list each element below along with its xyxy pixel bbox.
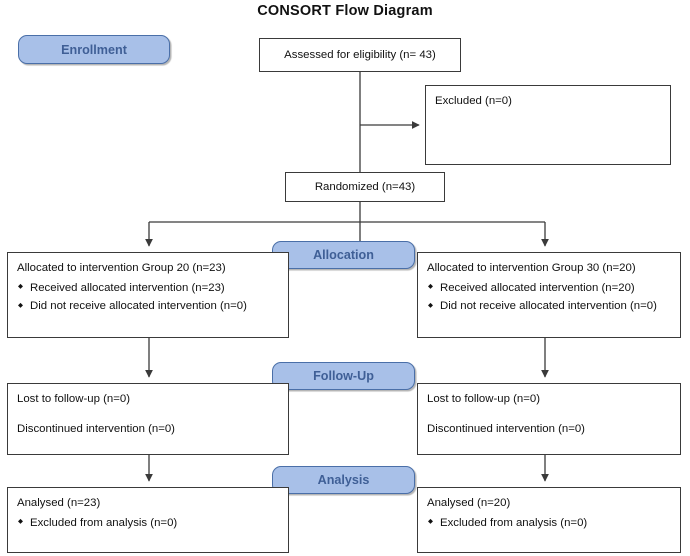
allocation-left-bullets: Received allocated intervention (n=23) D… xyxy=(17,279,279,315)
list-item: Excluded from analysis (n=0) xyxy=(17,514,279,532)
banner-enrollment: Enrollment xyxy=(18,35,170,64)
followup-left-line2: Discontinued intervention (n=0) xyxy=(17,422,175,435)
box-allocation-right: Allocated to intervention Group 30 (n=20… xyxy=(417,252,681,338)
list-item: Did not receive allocated intervention (… xyxy=(427,298,671,315)
list-item: Did not receive allocated intervention (… xyxy=(17,298,279,315)
analysis-right-bullets: Excluded from analysis (n=0) xyxy=(427,514,671,532)
followup-left-line1: Lost to follow-up (n=0) xyxy=(17,393,131,405)
analysis-left-heading: Analysed (n=23) xyxy=(17,497,101,509)
list-item: Excluded from analysis (n=0) xyxy=(427,514,671,532)
box-assessed-for-eligibility: Assessed for eligibility (n= 43) xyxy=(259,38,461,72)
box-analysis-right: Analysed (n=20) Excluded from analysis (… xyxy=(417,487,681,553)
box-excluded: Excluded (n=0) xyxy=(425,85,671,165)
allocation-left-heading: Allocated to intervention Group 20 (n=23… xyxy=(17,262,226,274)
banner-analysis: Analysis xyxy=(272,466,415,494)
list-item: Received allocated intervention (n=23) xyxy=(17,279,279,297)
randomized-text: Randomized (n=43) xyxy=(314,180,416,193)
banner-followup: Follow-Up xyxy=(272,362,415,390)
allocation-right-bullets: Received allocated intervention (n=20) D… xyxy=(427,279,671,315)
box-followup-left: Lost to follow-up (n=0) Discontinued int… xyxy=(7,383,289,455)
allocation-right-heading: Allocated to intervention Group 30 (n=20… xyxy=(427,262,636,274)
list-item: Received allocated intervention (n=20) xyxy=(427,279,671,297)
analysis-right-heading: Analysed (n=20) xyxy=(427,497,511,509)
analysis-left-bullets: Excluded from analysis (n=0) xyxy=(17,514,279,532)
banner-analysis-label: Analysis xyxy=(317,473,370,487)
banner-followup-label: Follow-Up xyxy=(313,369,374,383)
page-title: CONSORT Flow Diagram xyxy=(257,3,433,19)
banner-allocation-label: Allocation xyxy=(313,248,374,262)
followup-right-line2: Discontinued intervention (n=0) xyxy=(427,422,585,435)
box-analysis-left: Analysed (n=23) Excluded from analysis (… xyxy=(7,487,289,553)
banner-enrollment-label: Enrollment xyxy=(61,42,127,57)
assessed-text: Assessed for eligibility (n= 43) xyxy=(284,48,436,61)
followup-right-line1: Lost to follow-up (n=0) xyxy=(427,393,541,405)
box-randomized: Randomized (n=43) xyxy=(285,172,445,202)
excluded-text: Excluded (n=0) xyxy=(435,95,512,107)
box-followup-right: Lost to follow-up (n=0) Discontinued int… xyxy=(417,383,681,455)
box-allocation-left: Allocated to intervention Group 20 (n=23… xyxy=(7,252,289,338)
banner-allocation: Allocation xyxy=(272,241,415,269)
